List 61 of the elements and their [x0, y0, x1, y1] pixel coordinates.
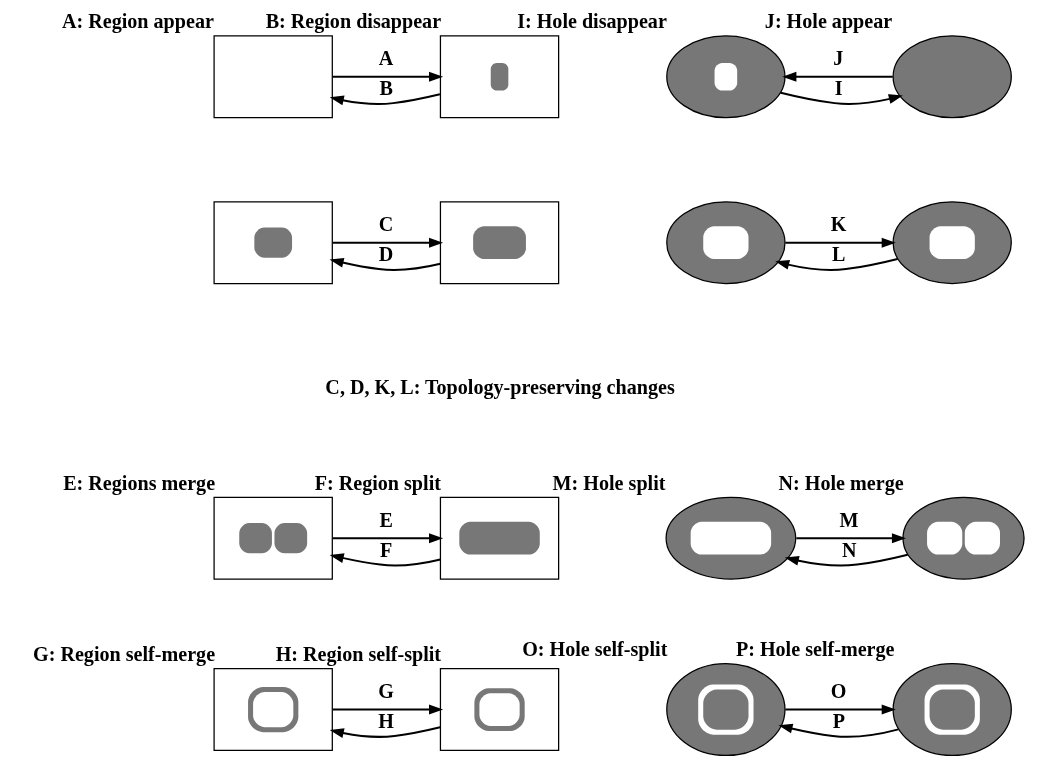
- edge-label: B: [379, 77, 393, 100]
- arrow: [782, 71, 893, 82]
- node-label: G: Region self-merge: [33, 642, 216, 665]
- arrow: [329, 257, 441, 271]
- edge-label: C: [378, 213, 394, 236]
- arrow: [332, 71, 444, 82]
- node-label: E: Regions merge: [63, 471, 216, 494]
- arrow: [796, 533, 906, 544]
- arrow: [332, 533, 444, 544]
- node-label: J: Hole appear: [764, 10, 893, 33]
- node-label: B: Region disappear: [265, 10, 442, 33]
- node-picture: [666, 662, 786, 757]
- node-picture: [666, 201, 786, 285]
- edge-label: K: [830, 213, 847, 236]
- node-picture: [439, 496, 560, 580]
- node-picture: [902, 496, 1025, 580]
- node-picture: [892, 662, 1012, 757]
- node-label: M: Hole split: [552, 471, 666, 494]
- node-picture: [213, 496, 333, 580]
- node-ellipse: [892, 35, 1012, 119]
- arrow: [785, 704, 896, 715]
- edge-label: G: [378, 679, 394, 702]
- arrow: [329, 553, 441, 567]
- node-picture: [892, 201, 1012, 285]
- node-label: P: Hole self-merge: [735, 637, 895, 660]
- arrow: [329, 726, 441, 738]
- node-picture: [665, 496, 797, 580]
- node-label: A: Region appear: [61, 10, 214, 33]
- node-label: N: Hole merge: [778, 471, 904, 494]
- edge-label: O: [830, 679, 847, 702]
- edge-label: H: [378, 710, 394, 733]
- arrow: [778, 723, 899, 738]
- node-picture: [666, 35, 786, 119]
- node-label: O: Hole self-split: [522, 637, 668, 660]
- node-label: F: Region split: [314, 471, 441, 494]
- label: C, D, K, L: Topology-preserving changes: [325, 375, 675, 398]
- edge-label: A: [378, 47, 394, 70]
- edge-label: N: [842, 538, 857, 561]
- node-picture: [439, 668, 560, 752]
- edge-label: J: [833, 47, 844, 70]
- node-label: H: Region self-split: [275, 642, 442, 665]
- edge-label: I: [834, 77, 843, 100]
- edge-label: D: [378, 243, 394, 266]
- node-picture: [213, 668, 333, 752]
- node-picture: [213, 201, 333, 285]
- node-picture: [439, 35, 560, 119]
- arrow: [332, 704, 444, 715]
- arrow: [329, 93, 441, 106]
- node-picture: [439, 201, 560, 285]
- edge-label: F: [380, 538, 393, 561]
- edge-label: E: [379, 508, 393, 531]
- arrow: [784, 553, 908, 567]
- arrow: [332, 237, 444, 248]
- edge-label: M: [839, 508, 859, 531]
- node-label: I: Hole disappear: [517, 10, 667, 33]
- edge-label: L: [832, 243, 846, 266]
- edge-label: P: [832, 710, 846, 733]
- arrow: [785, 237, 896, 248]
- arrow: [775, 258, 898, 271]
- arrow: [780, 91, 903, 105]
- node-box: [213, 35, 333, 119]
